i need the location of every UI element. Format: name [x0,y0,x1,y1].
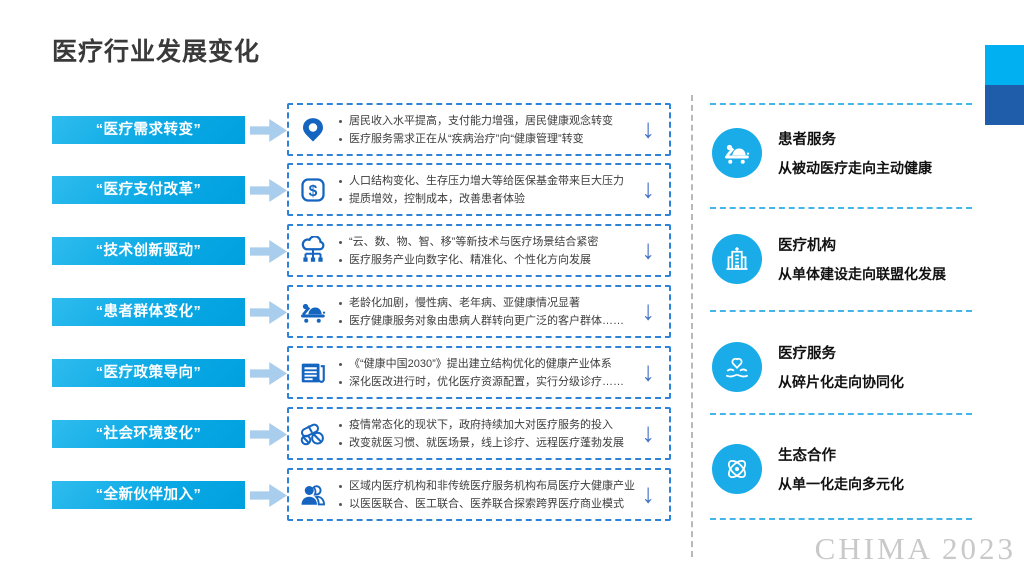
outcome-medical-service: 医疗服务 从碎片化走向协同化 [712,342,904,392]
right-arrow-icon [250,301,287,324]
bullet-list: 疫情常态化的现状下，政府持续加大对医疗服务的投入 改变就医习惯、就医场景，线上诊… [337,418,641,450]
deco-square-light [985,45,1024,85]
bullet-item: 提质增效，控制成本，改善患者体验 [337,192,641,206]
detail-box-policy-direction: 《“健康中国2030”》提出建立结构优化的健康产业体系 深化医改进行时，优化医疗… [287,346,671,399]
outcome-ecosystem-cooperation: 生态合作 从单一化走向多元化 [712,444,904,494]
right-arrow-icon [250,484,287,507]
bullet-item: 《“健康中国2030”》提出建立结构优化的健康产业体系 [337,357,641,371]
dollar-glyph: $ [309,182,318,199]
label-medical-demand: “医疗需求转变” [52,116,245,144]
right-arrow-icon [250,362,287,385]
outcome-heading: 患者服务 [778,132,836,148]
outcome-patient-service: 患者服务 从被动医疗走向主动健康 [712,128,932,178]
pills-icon [297,418,329,450]
bullet-item: 疫情常态化的现状下，政府持续加大对医疗服务的投入 [337,418,641,432]
down-arrow-icon: ↓ [641,172,656,203]
right-arrow-icon [250,423,287,446]
bullet-list: 居民收入水平提高，支付能力增强，居民健康观念转变 医疗服务需求正在从“疾病治疗”… [337,114,641,146]
bullet-item: 医疗健康服务对象由患病人群转向更广泛的客户群体…… [337,314,641,328]
horizontal-separator [710,310,972,312]
map-pin-icon [297,114,329,146]
bullet-list: 老龄化加剧，慢性病、老年病、亚健康情况显著 医疗健康服务对象由患病人群转向更广泛… [337,296,641,328]
bullet-item: 人口结构变化、生存压力增大等给医保基金带来巨大压力 [337,174,641,188]
horizontal-separator [710,207,972,209]
right-arrow-icon [250,119,287,142]
hospital-icon [712,234,762,284]
detail-box-tech-innovation: “云、数、物、智、移”等新技术与医疗场景结合紧密 医疗服务产业向数字化、精准化、… [287,224,671,277]
label-new-partners: “全新伙伴加入” [52,481,245,509]
right-arrow-icon [250,240,287,263]
down-arrow-icon: ↓ [641,416,656,447]
page-title: 医疗行业发展变化 [52,38,261,66]
patient-bed-icon [712,128,762,178]
detail-box-patient-groups: 老龄化加剧，慢性病、老年病、亚健康情况显著 医疗健康服务对象由患病人群转向更广泛… [287,285,671,338]
outcome-heading: 医疗机构 [778,238,836,254]
detail-box-new-partners: 区域内医疗机构和非传统医疗服务机构布局医疗大健康产业 以医医联合、医工联合、医养… [287,468,671,521]
outcome-subtext: 从单体建设走向联盟化发展 [778,266,946,282]
bullet-item: 改变就医习惯、就医场景，线上诊疗、远程医疗蓬勃发展 [337,436,641,450]
users-icon [297,479,329,511]
horizontal-separator [710,413,972,415]
hands-heart-icon [712,342,762,392]
right-arrow-icon [250,179,287,202]
outcome-subtext: 从单一化走向多元化 [778,476,904,492]
down-arrow-icon: ↓ [641,355,656,386]
outcome-text: 患者服务 从被动医疗走向主动健康 [778,128,932,178]
bullet-item: “云、数、物、智、移”等新技术与医疗场景结合紧密 [337,235,641,249]
ecosystem-icon [712,444,762,494]
down-arrow-icon: ↓ [641,294,656,325]
cloud-network-icon [297,235,329,267]
down-arrow-icon: ↓ [641,477,656,508]
detail-box-payment-reform: $ 人口结构变化、生存压力增大等给医保基金带来巨大压力 提质增效，控制成本，改善… [287,163,671,216]
outcome-text: 医疗机构 从单体建设走向联盟化发展 [778,234,946,284]
newspaper-icon [297,357,329,389]
outcome-medical-institutions: 医疗机构 从单体建设走向联盟化发展 [712,234,946,284]
outcome-subtext: 从碎片化走向协同化 [778,374,904,390]
label-patient-groups: “患者群体变化” [52,298,245,326]
bullet-item: 医疗服务需求正在从“疾病治疗”向“健康管理”转变 [337,132,641,146]
bullet-item: 区域内医疗机构和非传统医疗服务机构布局医疗大健康产业 [337,479,641,493]
bullet-item: 居民收入水平提高，支付能力增强，居民健康观念转变 [337,114,641,128]
outcome-subtext: 从被动医疗走向主动健康 [778,160,932,176]
label-payment-reform: “医疗支付改革” [52,176,245,204]
detail-box-medical-demand: 居民收入水平提高，支付能力增强，居民健康观念转变 医疗服务需求正在从“疾病治疗”… [287,103,671,156]
bullet-item: 老龄化加剧，慢性病、老年病、亚健康情况显著 [337,296,641,310]
down-arrow-icon: ↓ [641,233,656,264]
detail-box-social-environment: 疫情常态化的现状下，政府持续加大对医疗服务的投入 改变就医习惯、就医场景，线上诊… [287,407,671,460]
bullet-list: 《“健康中国2030”》提出建立结构优化的健康产业体系 深化医改进行时，优化医疗… [337,357,641,389]
watermark: CHIMA 2023 [814,531,1016,566]
bullet-list: “云、数、物、智、移”等新技术与医疗场景结合紧密 医疗服务产业向数字化、精准化、… [337,235,641,267]
label-policy-direction: “医疗政策导向” [52,359,245,387]
horizontal-separator [710,103,972,105]
bullet-list: 区域内医疗机构和非传统医疗服务机构布局医疗大健康产业 以医医联合、医工联合、医养… [337,479,641,511]
down-arrow-icon: ↓ [641,112,656,143]
deco-square-dark [985,85,1024,125]
label-social-environment: “社会环境变化” [52,420,245,448]
outcome-heading: 生态合作 [778,448,836,464]
bullet-item: 深化医改进行时，优化医疗资源配置，实行分级诊疗…… [337,375,641,389]
vertical-divider [691,95,693,557]
dollar-sign-icon: $ [297,174,329,206]
outcome-text: 医疗服务 从碎片化走向协同化 [778,342,904,392]
horizontal-separator [710,518,972,520]
bullet-item: 医疗服务产业向数字化、精准化、个性化方向发展 [337,253,641,267]
label-tech-innovation: “技术创新驱动” [52,237,245,265]
outcome-heading: 医疗服务 [778,346,836,362]
bullet-list: 人口结构变化、生存压力增大等给医保基金带来巨大压力 提质增效，控制成本，改善患者… [337,174,641,206]
bullet-item: 以医医联合、医工联合、医养联合探索跨界医疗商业模式 [337,497,641,511]
patient-bed-icon [297,296,329,328]
outcome-text: 生态合作 从单一化走向多元化 [778,444,904,494]
